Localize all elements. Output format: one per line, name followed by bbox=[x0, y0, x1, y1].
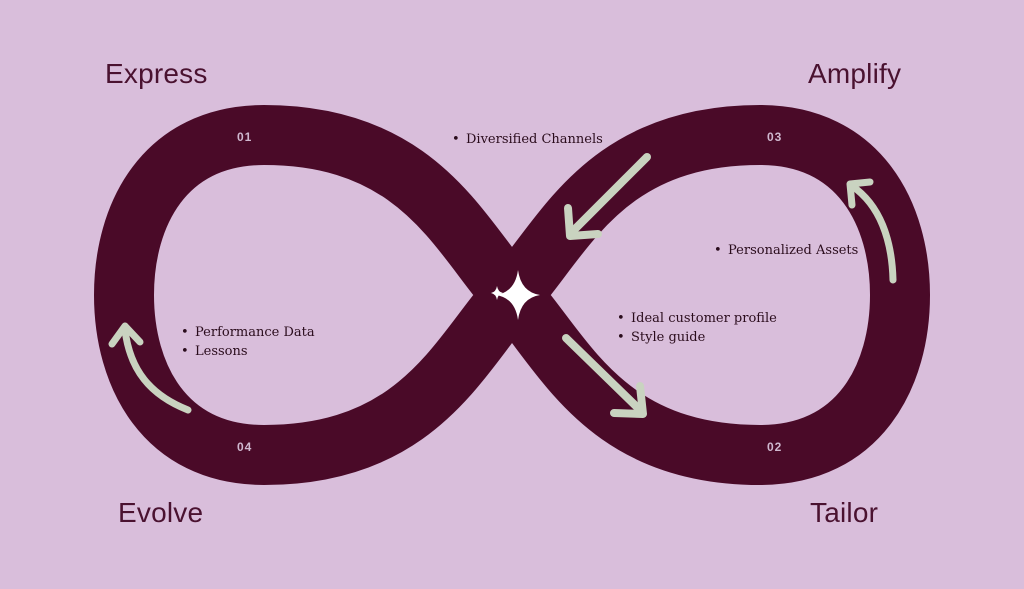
stage-number-03: 03 bbox=[767, 130, 783, 144]
diagonal-arrow-down-right-icon bbox=[562, 334, 647, 418]
curved-arrow-up-left-icon bbox=[108, 322, 192, 414]
note-item: Personalized Assets bbox=[714, 241, 858, 260]
stage-amplify-label: Amplify bbox=[808, 58, 902, 89]
stage-number-02: 02 bbox=[767, 440, 783, 454]
note-item: Performance Data bbox=[181, 323, 315, 342]
notes-left-loop: Performance Data Lessons bbox=[181, 323, 315, 361]
stage-tailor-label: Tailor bbox=[810, 497, 879, 528]
sparkle-icon bbox=[491, 270, 540, 320]
stage-express-label: Express bbox=[105, 58, 208, 89]
note-item: Lessons bbox=[181, 342, 315, 361]
stage-number-01: 01 bbox=[237, 130, 253, 144]
stage-evolve-label: Evolve bbox=[118, 497, 204, 528]
stage-number-04: 04 bbox=[237, 440, 253, 454]
note-item: Style guide bbox=[617, 328, 777, 347]
note-item: Diversified Channels bbox=[452, 130, 603, 149]
notes-center-right: Ideal customer profile Style guide bbox=[617, 309, 777, 347]
curved-arrow-up-right-icon bbox=[846, 178, 897, 284]
note-item: Ideal customer profile bbox=[617, 309, 777, 328]
notes-right-loop: Personalized Assets bbox=[714, 241, 858, 260]
diagonal-arrow-down-left-icon bbox=[564, 153, 651, 240]
notes-top-center: Diversified Channels bbox=[452, 130, 603, 149]
